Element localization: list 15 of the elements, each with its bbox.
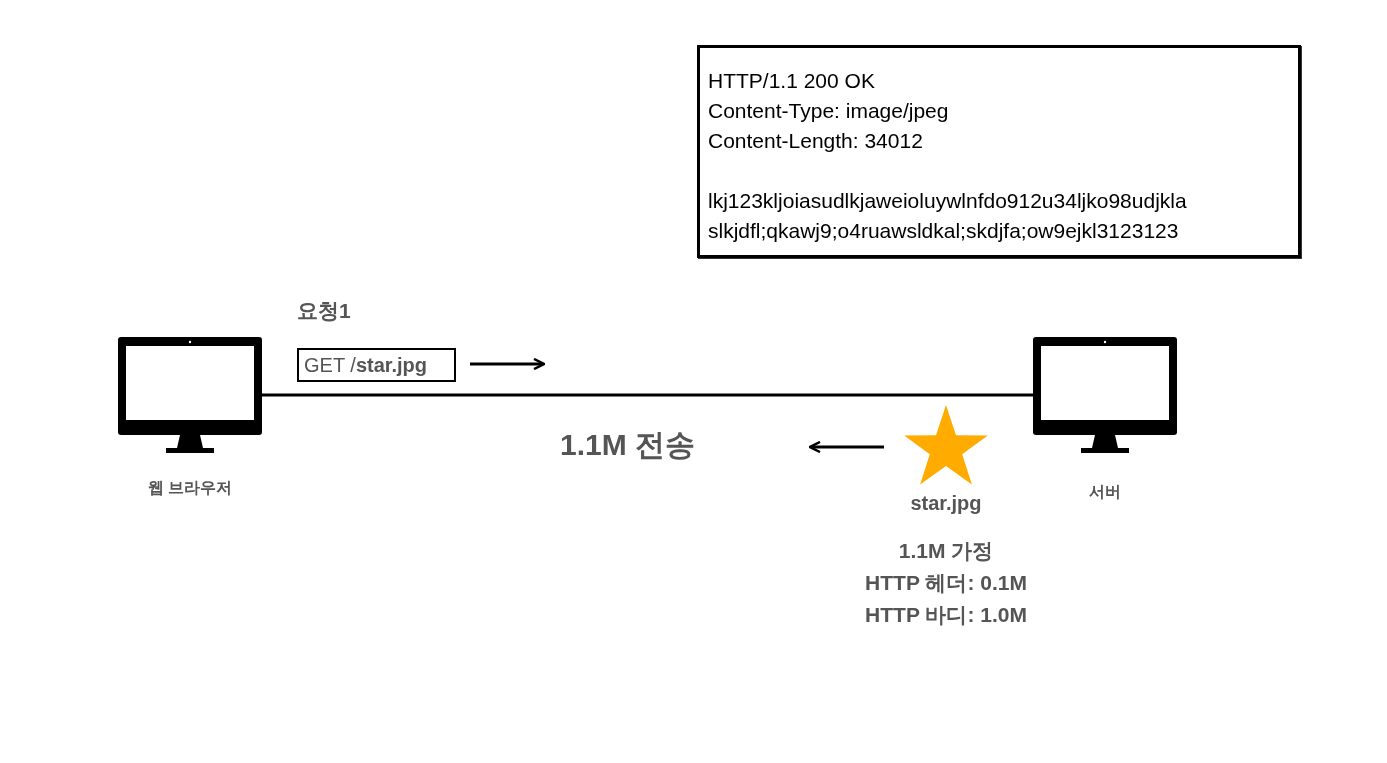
caption-text: 서버 [1088, 482, 1122, 502]
header-line: Content-Length: 34012 [708, 128, 924, 154]
caption-text: star.jpg [909, 492, 983, 515]
header-line: Content-Type: image/jpeg [708, 98, 950, 124]
response-message-box [697, 45, 1301, 258]
message-body-text: lkj123kljoiasudlkjaweioluywlnfdo912u34ljko98udjkla slkjdfl;qkawj9;o4ruawsldkal;skdjfa;ow9ejkl3123123 [708, 188, 1188, 244]
connection-line [262, 393, 1033, 397]
label-text: 1.1M 전송 [560, 427, 696, 463]
label-text: HTTP 바디: 1.0M [864, 602, 1028, 628]
header-line: HTTP/1.1 200 OK [708, 68, 876, 94]
label-text: 요청1 [297, 298, 351, 324]
caption-text: 웹 브라우저 [146, 478, 234, 498]
label-text: 1.1M 가정 [897, 538, 995, 564]
request-box: GET /star.jpg [297, 348, 456, 382]
label-text: HTTP 헤더: 0.1M [864, 570, 1028, 596]
